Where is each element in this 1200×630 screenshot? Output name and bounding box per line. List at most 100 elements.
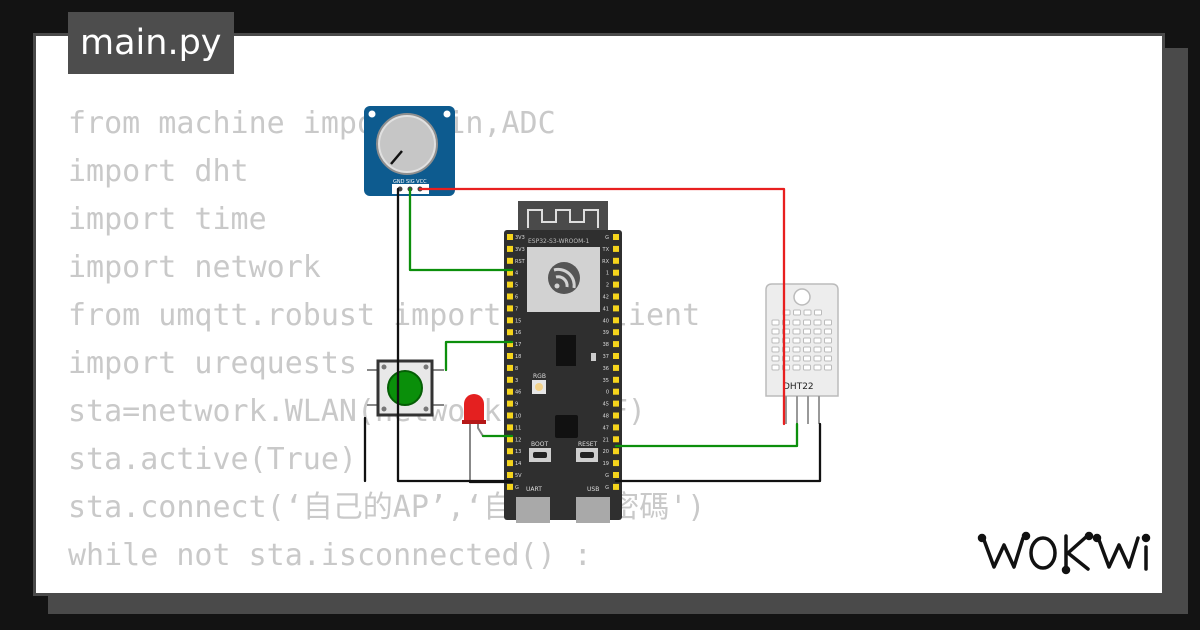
header-pin[interactable]: [507, 460, 513, 467]
header-pin[interactable]: [507, 341, 513, 348]
button-corner: [381, 364, 387, 370]
wire-vcc-red[interactable]: [418, 187, 786, 426]
header-pin[interactable]: [507, 269, 513, 276]
esp32-s3-board[interactable]: 3V33V3RST4567151617188346910111213145VG …: [504, 201, 622, 523]
header-pin[interactable]: [507, 424, 513, 431]
wire-dht-data-green[interactable]: [614, 422, 799, 448]
dht-vent: [824, 346, 832, 353]
header-pin[interactable]: [507, 317, 513, 324]
header-pin[interactable]: [507, 436, 513, 443]
header-pin[interactable]: [507, 293, 513, 300]
pin-label: 46: [515, 390, 521, 396]
header-pin[interactable]: [613, 269, 619, 276]
pin-label: RX: [602, 259, 609, 265]
dht-vent: [813, 346, 822, 353]
pin-label: G: [515, 485, 519, 491]
header-pin[interactable]: [507, 388, 513, 395]
pin-label: 35: [603, 378, 609, 384]
usb-port[interactable]: [576, 497, 610, 523]
header-pin[interactable]: [613, 281, 619, 288]
header-pin[interactable]: [613, 353, 619, 359]
header-pin[interactable]: [613, 483, 619, 490]
pin-label: 13: [515, 449, 521, 455]
pin-label: 9: [515, 402, 518, 408]
header-pin[interactable]: [507, 234, 513, 240]
pin-label: 18: [515, 354, 521, 360]
button-corner: [423, 364, 429, 370]
header-pin[interactable]: [507, 257, 513, 264]
pot-pin-labels: GND SIG VCC: [393, 179, 427, 185]
dht-vent: [792, 319, 801, 326]
uart-usb-port[interactable]: [516, 497, 550, 523]
pin-label: 11: [515, 425, 521, 431]
header-pin[interactable]: [613, 376, 619, 383]
header-pin[interactable]: [507, 448, 513, 455]
file-tab-title: main.py: [80, 23, 222, 63]
dht-vent: [824, 319, 832, 326]
header-pin[interactable]: [613, 412, 619, 419]
usb-label: USB: [587, 486, 599, 493]
dht-vent: [771, 337, 780, 344]
header-pin[interactable]: [613, 293, 619, 300]
pin-label: 38: [603, 342, 609, 348]
pin-label: G: [605, 473, 609, 479]
header-pin[interactable]: [613, 448, 619, 455]
dht-vent: [771, 346, 780, 353]
header-pin[interactable]: [613, 388, 619, 395]
header-pin[interactable]: [507, 376, 513, 383]
header-pin[interactable]: [507, 329, 513, 336]
header-pin[interactable]: [507, 412, 513, 419]
header-pin[interactable]: [507, 364, 513, 371]
dht22-sensor[interactable]: DHT22: [765, 283, 839, 424]
cpu-chip: [555, 415, 578, 438]
file-tab[interactable]: main.py: [68, 12, 234, 74]
dht-vent: [824, 337, 832, 344]
wire-pot-gnd-black[interactable]: [396, 187, 514, 483]
header-pin[interactable]: [507, 400, 513, 407]
button-cap[interactable]: [387, 370, 423, 406]
mount-hole: [443, 110, 451, 118]
pin-label: 7: [515, 306, 518, 312]
header-pin[interactable]: [507, 305, 513, 312]
header-pin[interactable]: [613, 317, 619, 324]
dht-vent: [771, 355, 780, 362]
uart-label: UART: [526, 486, 542, 493]
header-pin[interactable]: [507, 353, 513, 359]
header-pin[interactable]: [613, 472, 619, 478]
pin-label: 41: [603, 306, 609, 312]
pin-label: 19: [603, 461, 609, 467]
pin-label: G: [605, 235, 609, 241]
header-pin[interactable]: [613, 341, 619, 348]
pin-label: 14: [515, 461, 521, 467]
pin-label: 17: [515, 342, 521, 348]
header-pin[interactable]: [613, 460, 619, 467]
pin-label: 36: [603, 366, 609, 372]
wire-button-green[interactable]: [444, 340, 514, 372]
red-led[interactable]: [462, 394, 486, 482]
rgb-label: RGB: [533, 373, 546, 380]
header-pin[interactable]: [507, 472, 513, 478]
header-pin[interactable]: [613, 245, 619, 252]
wire-dht-gnd-black[interactable]: [614, 422, 822, 483]
board-antenna: [518, 201, 608, 235]
pushbutton[interactable]: [367, 359, 444, 417]
pin-label: 45: [603, 402, 609, 408]
header-pin[interactable]: [613, 424, 619, 431]
header-pin[interactable]: [613, 400, 619, 407]
header-pin[interactable]: [613, 234, 619, 240]
code-line: import network: [68, 250, 321, 285]
wire-pot-signal-green[interactable]: [408, 187, 514, 272]
smd-component: [591, 353, 596, 361]
header-pin[interactable]: [507, 483, 513, 490]
potentiometer[interactable]: GND SIG VCC: [364, 106, 455, 196]
header-pin[interactable]: [613, 329, 619, 336]
pin-label: TX: [602, 247, 610, 253]
header-pin[interactable]: [613, 364, 619, 371]
header-pin[interactable]: [613, 436, 619, 443]
header-pin[interactable]: [613, 305, 619, 312]
pin-label: RST: [515, 259, 526, 265]
header-pin[interactable]: [507, 245, 513, 252]
header-pin[interactable]: [613, 257, 619, 264]
header-pin[interactable]: [507, 281, 513, 288]
